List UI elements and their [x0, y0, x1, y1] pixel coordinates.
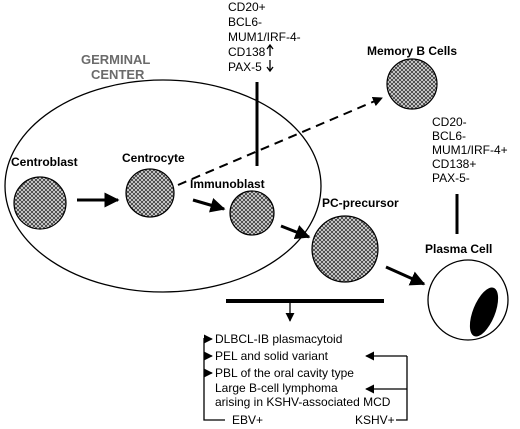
pc-precursor-label: PC-precursor — [322, 196, 399, 210]
ebv-label: EBV+ — [232, 413, 263, 427]
ebv-bracket — [203, 338, 225, 421]
centrocyte-cell — [125, 168, 175, 218]
markers-right: CD20- BCL6- MUM1/IRF-4+ CD138+ PAX-5- — [432, 115, 508, 185]
centrocyte-label: Centrocyte — [122, 151, 185, 165]
immunoblast-label: Immunoblast — [190, 177, 265, 191]
arrow-centrocyte-memory-b — [177, 96, 383, 186]
germinal-center-boundary — [4, 79, 322, 293]
up-arrow-icon — [266, 43, 274, 56]
arrow-centrocyte-immunoblast — [192, 198, 226, 213]
memory-b-label: Memory B Cells — [367, 44, 457, 58]
marker-top-4: CD138 — [228, 45, 266, 59]
marker-right-1: CD20- — [432, 115, 467, 129]
marker-top-1: CD20+ — [228, 0, 266, 14]
lymphoma-list: DLBCL-IB plasmacytoid PEL and solid vari… — [215, 332, 391, 409]
markers-top: CD20+ BCL6- MUM1/IRF-4- CD138 PAX-5 — [228, 0, 301, 74]
arrow-pc-precursor-plasma-cell — [385, 265, 426, 286]
marker-top-5: PAX-5 — [228, 60, 262, 74]
lymphoma-item-2: PEL and solid variant — [215, 349, 329, 363]
centroblast-cell — [13, 176, 67, 230]
marker-top-2: BCL6- — [228, 15, 262, 29]
immunoblast-cell — [229, 190, 275, 236]
marker-right-2: BCL6- — [432, 129, 466, 143]
marker-top-3: MUM1/IRF-4- — [228, 30, 301, 44]
marker-right-3: MUM1/IRF-4+ — [432, 143, 508, 157]
plasma-cell-label: Plasma Cell — [425, 242, 492, 256]
centroblast-label: Centroblast — [11, 155, 78, 169]
germinal-center-label-line1: GERMINAL — [81, 52, 150, 67]
marker-right-5: PAX-5- — [432, 171, 470, 185]
arrow-immunoblast-pc-precursor — [280, 224, 311, 240]
kshv-bracket — [396, 356, 408, 421]
lymphoma-item-3: PBL of the oral cavity type — [215, 366, 354, 380]
marker-right-4: CD138+ — [432, 157, 476, 171]
lymphoma-item-5: arising in KSHV-associated MCD — [215, 395, 391, 409]
plasma-cell-nucleus — [469, 287, 499, 337]
pc-precursor-cell — [311, 215, 379, 283]
germinal-center-label-line2: CENTER — [91, 67, 145, 82]
lymphoma-item-4: Large B-cell lymphoma — [215, 381, 338, 395]
memory-b-cell — [386, 58, 438, 110]
lymphoma-item-1: DLBCL-IB plasmacytoid — [215, 332, 342, 346]
kshv-label: KSHV+ — [355, 413, 395, 427]
down-arrow-icon — [266, 60, 274, 73]
